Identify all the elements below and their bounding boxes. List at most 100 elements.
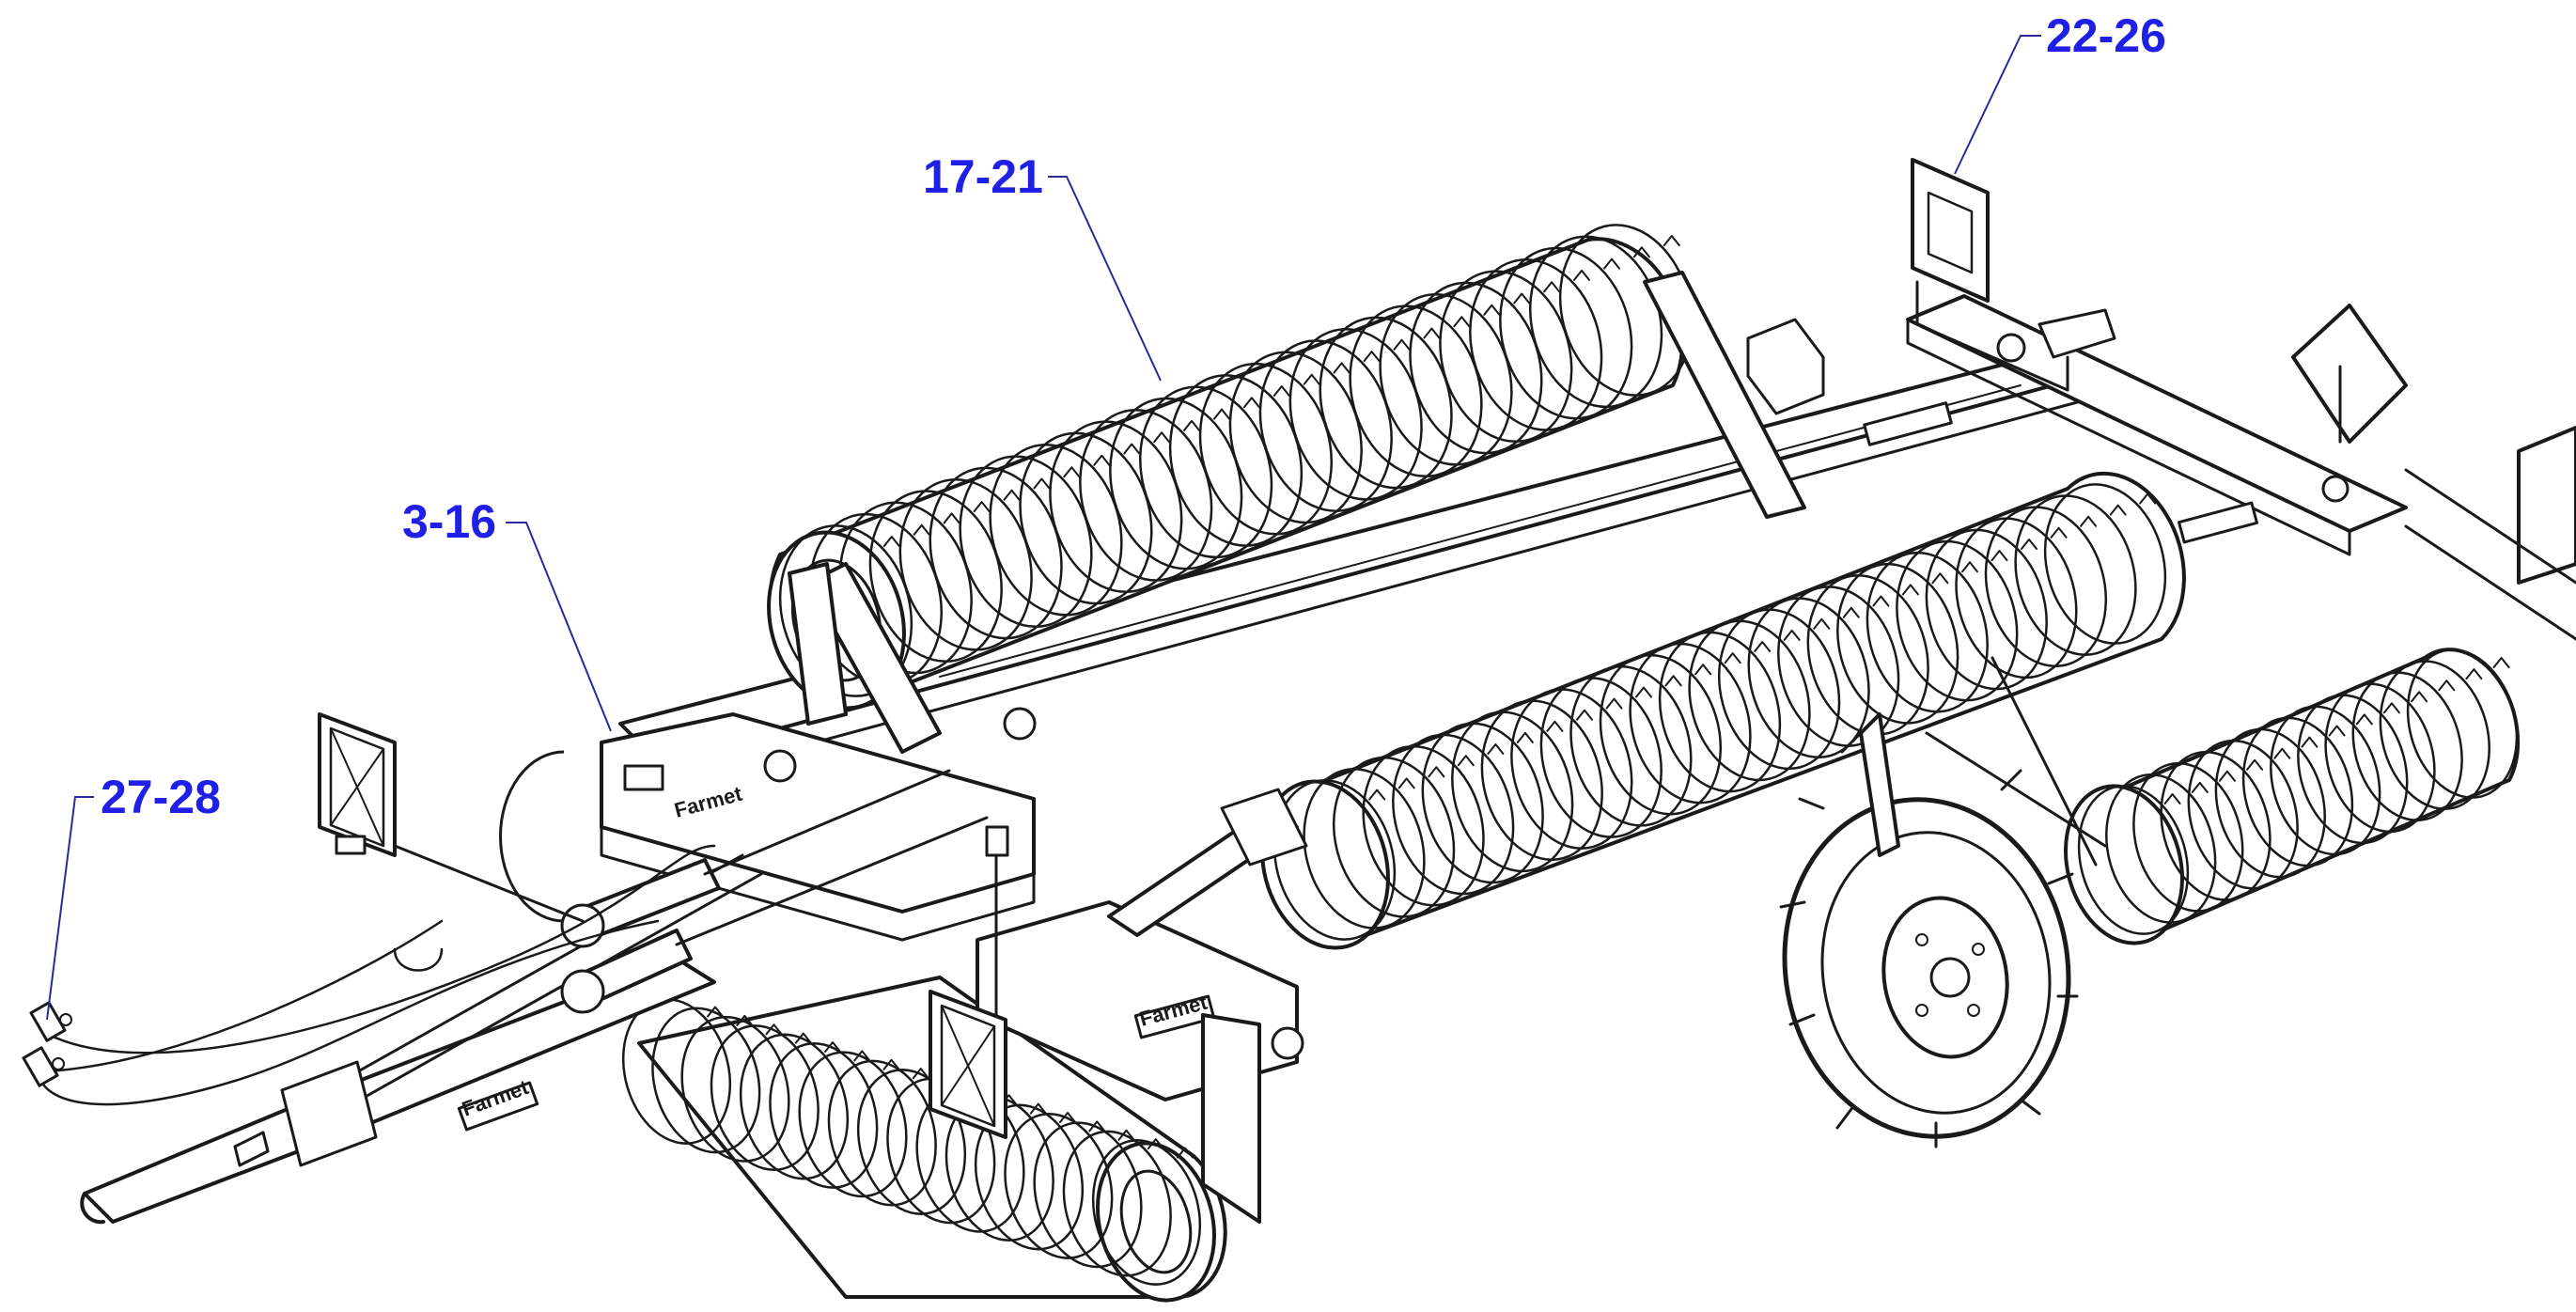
front-warning-plate xyxy=(318,712,585,923)
middle-roller xyxy=(1260,471,2186,950)
roller-tooth xyxy=(913,523,930,536)
roller-tooth xyxy=(736,1014,754,1026)
roller-tooth xyxy=(882,1058,900,1070)
roller-tooth xyxy=(882,536,900,547)
roller-tooth xyxy=(1931,572,1949,585)
roller-tooth xyxy=(1123,443,1141,455)
roller-tooth xyxy=(2465,668,2483,680)
roller-tooth xyxy=(1428,766,1445,778)
roller-tooth xyxy=(794,1032,812,1044)
roller-ring xyxy=(1272,779,1397,941)
leader-line-17-21 xyxy=(1048,176,1162,382)
roller-tooth xyxy=(2050,526,2068,539)
leader-line-22-26 xyxy=(1954,35,2041,175)
callout-3-16[interactable]: 3-16 xyxy=(402,495,612,732)
roller-ring xyxy=(2297,694,2409,845)
roller-ring xyxy=(1747,597,1870,759)
roller-tooth xyxy=(2080,515,2098,527)
callout-label-22-26[interactable]: 22-26 xyxy=(2046,9,2166,62)
roller-tooth xyxy=(1153,431,1171,444)
right-roller xyxy=(2064,648,2521,945)
roller-tooth xyxy=(1991,550,2008,562)
callout-22-26[interactable]: 22-26 xyxy=(1954,9,2166,175)
roller-ring xyxy=(1332,756,1456,918)
callout-label-17-21[interactable]: 17-21 xyxy=(923,150,1043,203)
roller-tooth xyxy=(853,1050,871,1062)
roller-ring xyxy=(1836,562,1959,725)
roller-ring xyxy=(1806,574,1929,736)
roller-tooth xyxy=(1453,316,1471,328)
roller-ring xyxy=(1480,699,1603,862)
callout-label-3-16[interactable]: 3-16 xyxy=(402,495,496,548)
roller-ring xyxy=(2241,716,2354,867)
roller-tooth xyxy=(2109,504,2127,516)
roller-ring xyxy=(1451,711,1574,873)
roller-tooth xyxy=(2328,725,2346,737)
upper-roller-bracket xyxy=(788,271,1825,741)
roller-ring xyxy=(1599,653,1723,816)
machine-drawing: Farmet Farmet Farmet xyxy=(22,158,2576,1303)
roller-tooth xyxy=(1543,281,1561,293)
roller-ring xyxy=(974,1103,1085,1251)
roller-tooth xyxy=(1605,697,1623,710)
roller-tooth xyxy=(1783,629,1801,641)
roller-ring xyxy=(1866,551,1989,713)
roller-tooth xyxy=(1183,419,1200,431)
roller-tooth xyxy=(1093,454,1111,466)
roller-tooth xyxy=(1423,327,1441,339)
right-warning-plate xyxy=(2291,304,2576,641)
wheel-support xyxy=(1859,656,2107,867)
roller-ring xyxy=(1091,1139,1202,1286)
roller-ring xyxy=(1392,733,1515,896)
roller-tooth xyxy=(1363,351,1381,363)
roller-ring xyxy=(1033,1121,1143,1269)
roller-ring xyxy=(827,1059,937,1207)
roller-tooth xyxy=(1393,338,1411,351)
transport-wheel xyxy=(1779,731,2079,1148)
roller-ring xyxy=(2351,671,2463,822)
roller-tooth xyxy=(2438,679,2456,692)
roller-ring xyxy=(651,1007,761,1154)
rear-cross-beam xyxy=(1863,294,2408,556)
roller-tooth xyxy=(973,501,991,513)
roller-tooth xyxy=(1546,720,1564,732)
roller-tooth xyxy=(1664,675,1682,687)
drawbar: Farmet xyxy=(80,853,763,1225)
callout-27-28[interactable]: 27-28 xyxy=(46,771,221,1021)
roller-ring xyxy=(2077,785,2190,935)
roller-ring xyxy=(1303,768,1426,929)
roller-tooth xyxy=(2273,747,2291,759)
leader-line-3-16 xyxy=(506,522,612,732)
roller-tooth xyxy=(1513,292,1531,305)
hose-couplings xyxy=(22,1001,72,1087)
roller-tooth xyxy=(1088,1120,1106,1132)
roller-tooth xyxy=(1177,1147,1194,1159)
roller-ring xyxy=(2160,750,2272,901)
roller-tooth xyxy=(1242,397,1260,409)
roller-tooth xyxy=(1147,1138,1164,1150)
roller-ring xyxy=(2379,660,2490,810)
roller-ring xyxy=(1569,664,1693,827)
roller-ring xyxy=(2043,483,2167,645)
roller-ring xyxy=(1984,506,2108,668)
callout-label-27-28[interactable]: 27-28 xyxy=(101,771,221,823)
roller-ring xyxy=(2324,682,2436,834)
roller-tooth xyxy=(1961,561,1978,573)
roller-tooth xyxy=(1635,686,1652,698)
roller-ring xyxy=(680,1015,790,1163)
roller-tooth xyxy=(1368,789,1386,801)
roller-tooth xyxy=(1632,246,1650,258)
roller-tooth xyxy=(1516,731,1534,743)
roller-tooth xyxy=(912,1068,929,1080)
roller-ring xyxy=(1421,722,1544,884)
roller-tooth xyxy=(1033,477,1051,490)
roller-tooth xyxy=(1483,304,1501,316)
callout-17-21[interactable]: 17-21 xyxy=(923,150,1162,382)
roller-ring xyxy=(1717,608,1841,771)
roller-ring xyxy=(2187,739,2299,890)
roller-tooth xyxy=(1487,743,1505,755)
roller-ring xyxy=(1688,619,1811,782)
roller-tooth xyxy=(1842,606,1860,618)
roller-tooth xyxy=(1003,489,1021,501)
